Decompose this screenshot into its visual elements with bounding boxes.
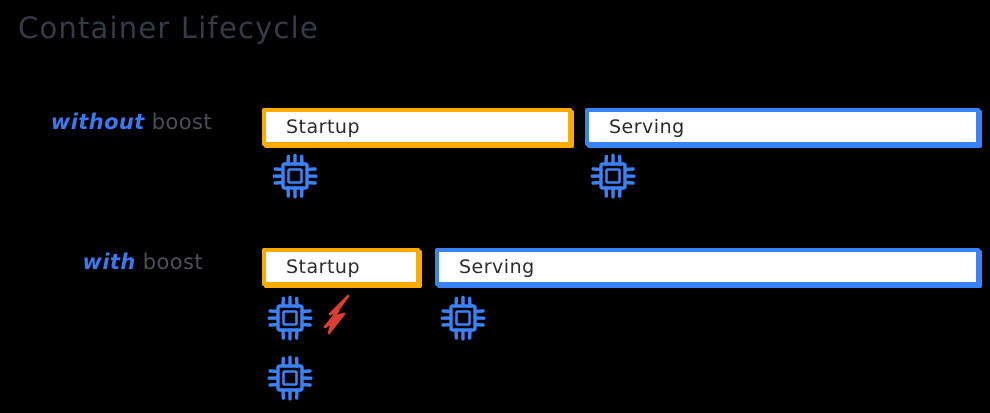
cpu-chip-icon [265, 293, 315, 343]
cpu-chip-icon [265, 353, 315, 403]
page-title: Container Lifecycle [18, 11, 319, 45]
row-label-accent: without [50, 110, 145, 134]
bar-label: Serving [459, 256, 535, 278]
cpu-chip-icon [588, 151, 638, 201]
row-label-plain: boost [151, 110, 212, 134]
lightning-bolt-icon [320, 293, 360, 341]
row-label-without-boost: without boost [0, 110, 212, 134]
bar-label: Serving [609, 116, 685, 138]
bar-label: Startup [286, 256, 361, 278]
row-label-plain: boost [142, 250, 203, 274]
row-label-with-boost: with boost [0, 250, 203, 274]
bar-label: Startup [286, 116, 361, 138]
bar-startup-without-boost[interactable]: Startup [262, 108, 572, 146]
cpu-chip-icon [438, 293, 488, 343]
row-label-accent: with [82, 250, 136, 274]
cpu-chip-icon [270, 151, 320, 201]
bar-startup-with-boost[interactable]: Startup [262, 248, 420, 286]
bar-serving-with-boost[interactable]: Serving [435, 248, 980, 286]
bar-serving-without-boost[interactable]: Serving [585, 108, 980, 146]
